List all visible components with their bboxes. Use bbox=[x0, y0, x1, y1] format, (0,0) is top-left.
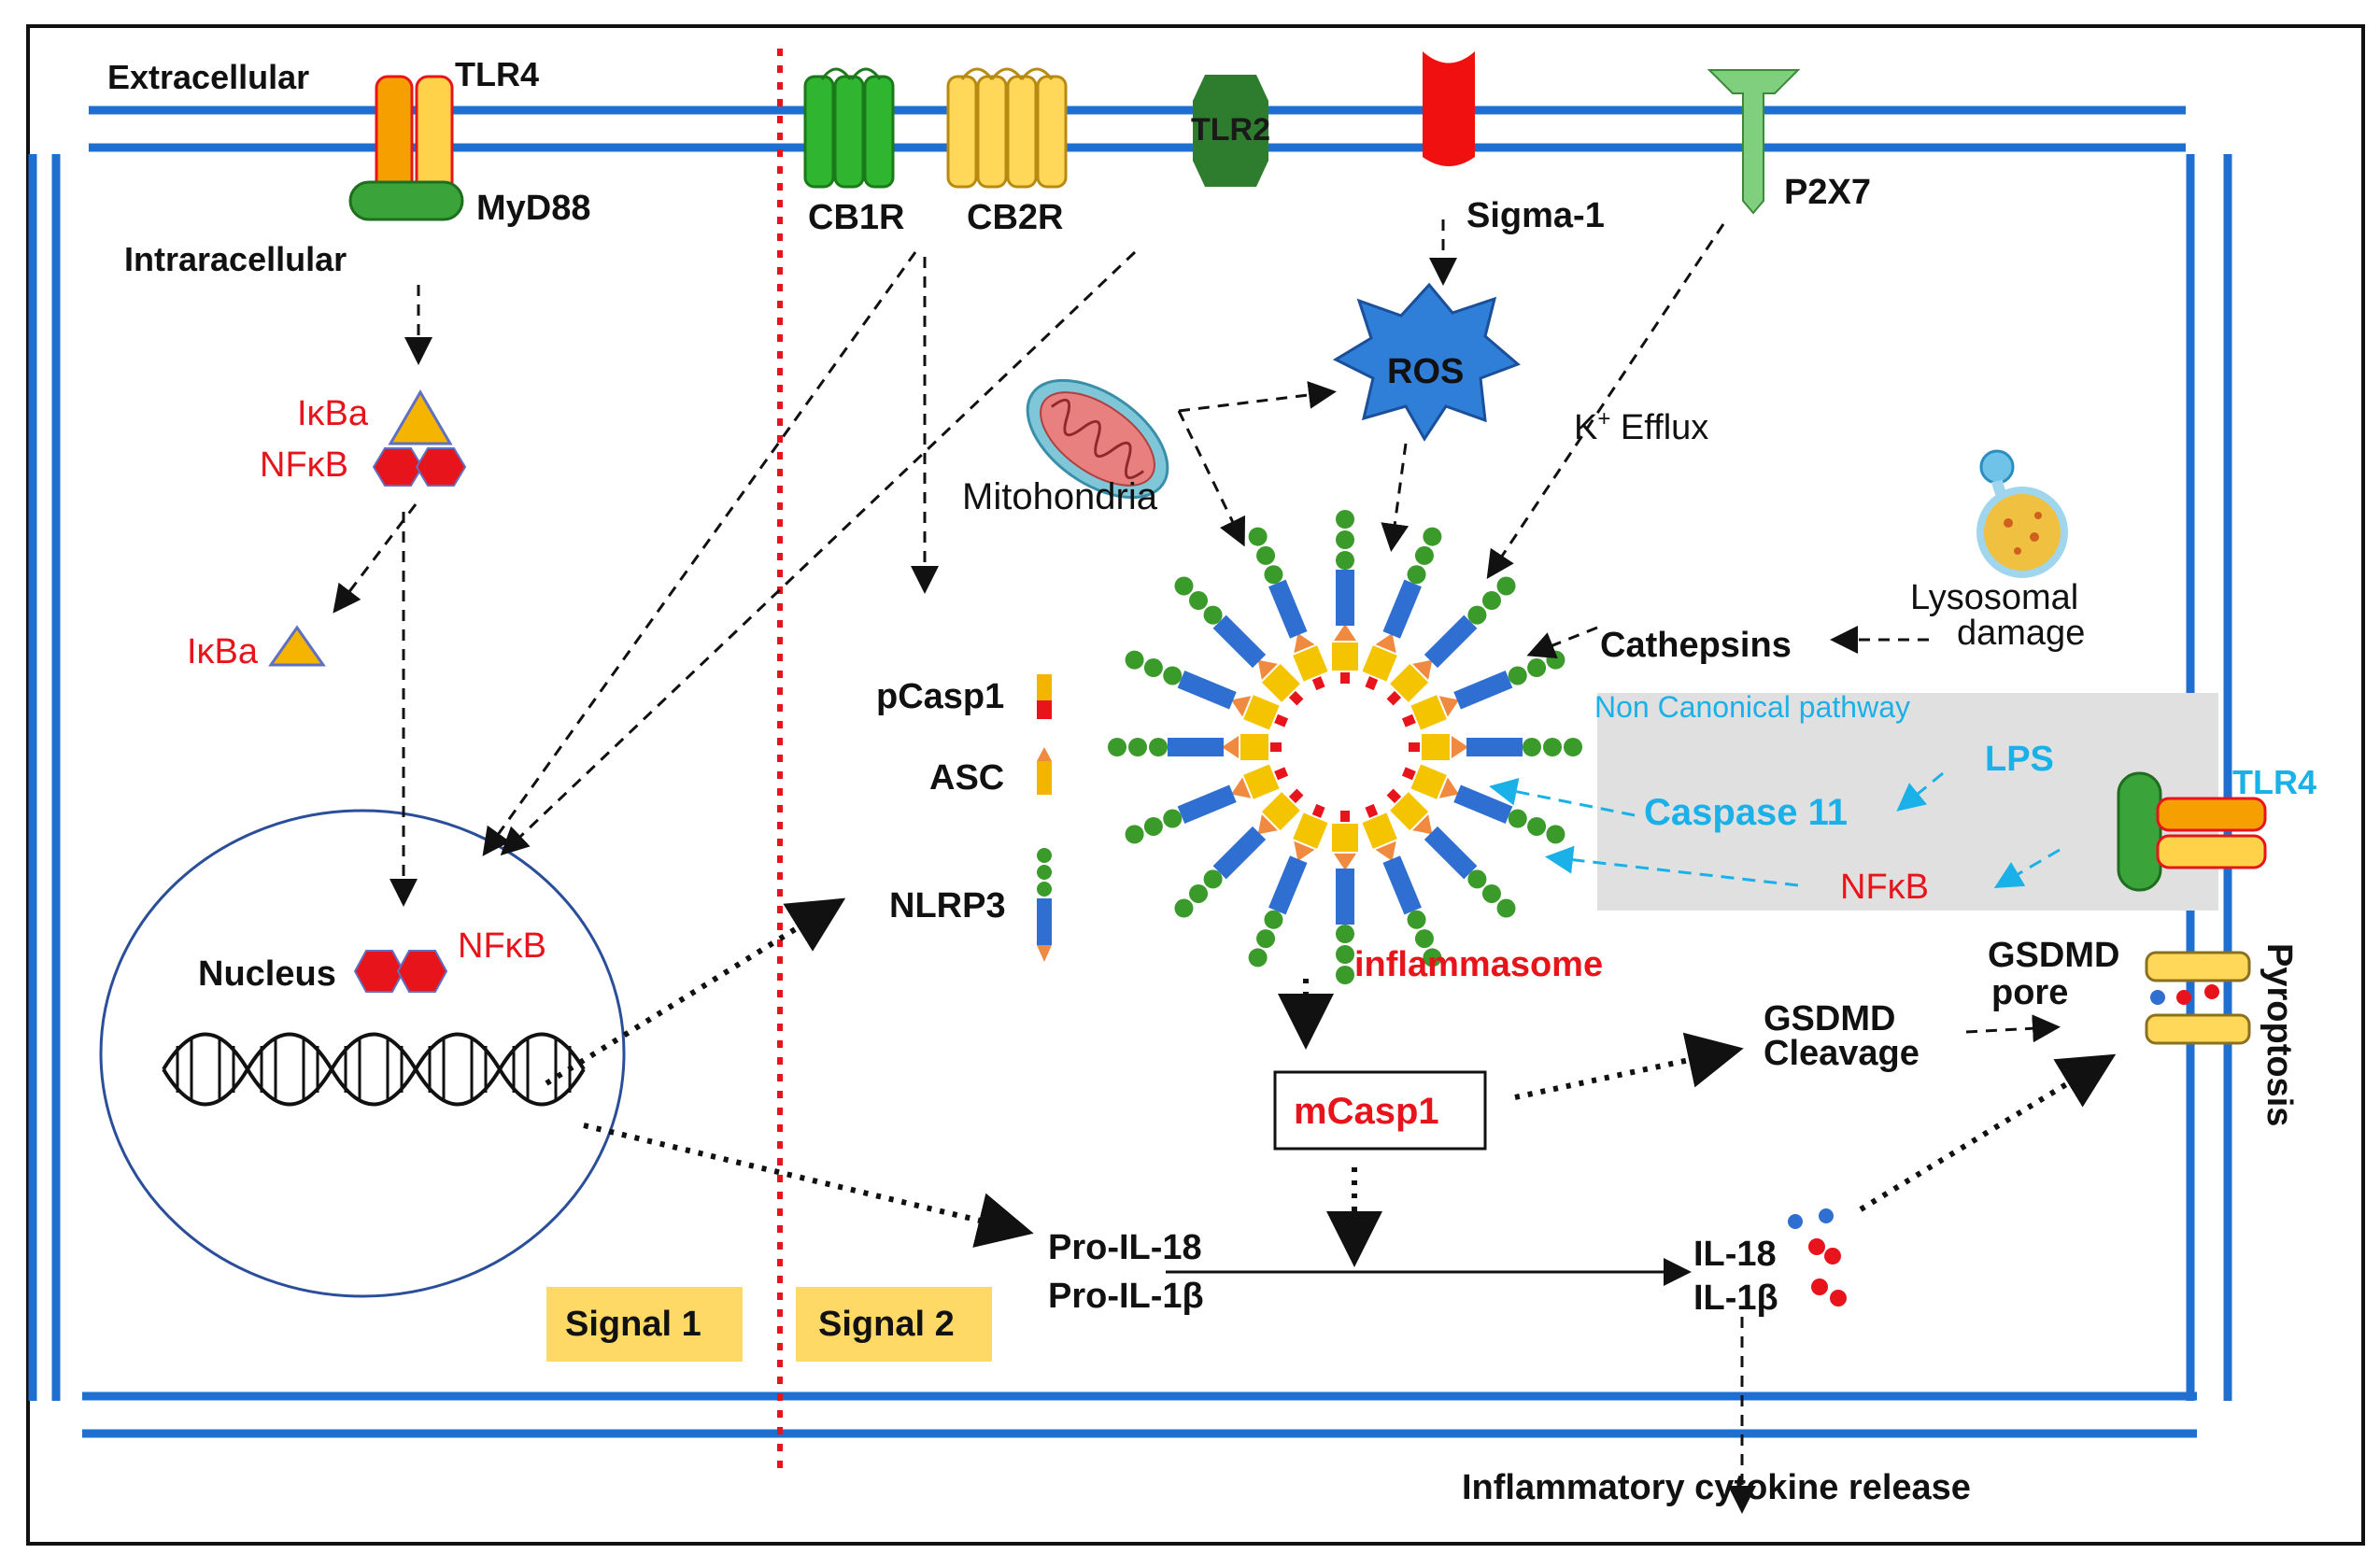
inflammasome-spoke bbox=[1108, 734, 1282, 760]
gsdmd-cleavage-label-2: Cleavage bbox=[1764, 1034, 1920, 1073]
inflammasome-spoke bbox=[1362, 527, 1442, 691]
tlr2-receptor-icon bbox=[1193, 75, 1268, 187]
inflammasome-spoke bbox=[1174, 576, 1304, 706]
asc-icon bbox=[1037, 747, 1052, 795]
il1b-label: IL-1β bbox=[1693, 1278, 1778, 1318]
signal1-box bbox=[546, 1287, 743, 1362]
damage-label: damage bbox=[1957, 614, 2085, 653]
pro-il1b-label: Pro-IL-1β bbox=[1048, 1277, 1204, 1316]
mcasp1-label: mCasp1 bbox=[1294, 1091, 1439, 1132]
gsdmd-pore-label-2: pore bbox=[1991, 973, 2068, 1012]
inflammasome-spoke bbox=[1401, 764, 1565, 844]
pcasp1-label: pCasp1 bbox=[876, 677, 1004, 716]
inflammasome-spoke bbox=[1248, 803, 1328, 968]
tlr4-top-label: TLR4 bbox=[455, 55, 539, 93]
gsdmd-cleavage-label-1: GSDMD bbox=[1764, 999, 1895, 1038]
cb1r-label: CB1R bbox=[808, 198, 904, 237]
cb2r-receptor-icon bbox=[946, 67, 1068, 189]
dashed-arrows bbox=[333, 219, 2061, 1514]
signal2-box bbox=[796, 1287, 992, 1362]
cb1r-receptor-icon bbox=[803, 67, 895, 189]
nlrp3-icon bbox=[1037, 848, 1052, 962]
inflammasome-icon bbox=[1108, 510, 1582, 984]
signal2-label: Signal 2 bbox=[818, 1305, 955, 1344]
non-canonical-label: Non Canonical pathway bbox=[1594, 690, 1910, 724]
p2x7-label: P2X7 bbox=[1784, 173, 1871, 212]
mitochondria-label: Mitohondria bbox=[962, 476, 1158, 517]
inflammasome-spoke bbox=[1248, 527, 1328, 691]
myd88-icon bbox=[348, 180, 464, 221]
nfkb-nucleus-icon bbox=[353, 950, 448, 993]
inflammasome-spoke bbox=[1386, 788, 1516, 918]
lysosomal-label: Lysosomal bbox=[1910, 578, 2078, 617]
pcasp1-icon bbox=[1037, 674, 1052, 719]
inflammasome-spoke bbox=[1332, 811, 1358, 984]
pore-dot bbox=[2176, 990, 2191, 1005]
sigma1-receptor-icon bbox=[1423, 51, 1475, 166]
inflammasome-spoke bbox=[1125, 650, 1289, 730]
figure-frame bbox=[26, 24, 2365, 1546]
dotted-arrows bbox=[545, 897, 2117, 1267]
tlr4-right-label: TLR4 bbox=[2232, 763, 2316, 801]
lps-label: LPS bbox=[1985, 740, 2054, 779]
nfkb-label: NFκB bbox=[260, 445, 348, 485]
inflammasome-spoke bbox=[1332, 510, 1358, 684]
ikba-free-triangle-icon bbox=[268, 625, 326, 667]
gsdmd-pore-icon bbox=[2145, 951, 2251, 1045]
il18-label: IL-18 bbox=[1693, 1235, 1777, 1274]
nfkb-nc-label: NFκB bbox=[1840, 868, 1929, 907]
pro-il18-label: Pro-IL-18 bbox=[1048, 1228, 1202, 1267]
inflammasome-spoke bbox=[1174, 788, 1304, 918]
tlr4-right-receptor-icon bbox=[2156, 797, 2267, 869]
intracellular-label: Intraracellular bbox=[124, 240, 347, 278]
ikba-free-label: IκBa bbox=[187, 632, 259, 671]
pyroptosis-label: Pyroptosis bbox=[2260, 943, 2299, 1126]
cb2r-label: CB2R bbox=[967, 198, 1063, 237]
il-particles-icon bbox=[1788, 1208, 1847, 1307]
cathepsins-label: Cathepsins bbox=[1600, 626, 1792, 665]
nfkb-nucleus-label: NFκB bbox=[458, 926, 546, 966]
lysosome-icon bbox=[1976, 449, 2068, 578]
p2x7-receptor-icon bbox=[1707, 69, 1801, 215]
mitochondria-icon bbox=[1026, 378, 1169, 500]
pore-dot bbox=[2204, 984, 2219, 999]
caspase11-label: Caspase 11 bbox=[1644, 792, 1848, 833]
dna-icon bbox=[162, 1032, 586, 1107]
inflammasome-label: inflammasome bbox=[1354, 945, 1603, 984]
asc-label: ASC bbox=[929, 758, 1004, 798]
mcasp1-box bbox=[1273, 1070, 1487, 1151]
sigma1-label: Sigma-1 bbox=[1466, 196, 1605, 235]
inflammasome-spoke bbox=[1362, 803, 1442, 968]
ikba-label: IκBa bbox=[297, 394, 369, 433]
nucleus-ellipse bbox=[99, 809, 626, 1298]
tlr4-receptor-icon bbox=[375, 75, 454, 195]
tlr2-label: TLR2 bbox=[1191, 112, 1270, 148]
inflammasome-spoke bbox=[1409, 734, 1582, 760]
ros-label: ROS bbox=[1387, 352, 1464, 391]
nucleus-label: Nucleus bbox=[198, 954, 336, 994]
signal1-label: Signal 1 bbox=[565, 1305, 701, 1344]
ros-star-icon bbox=[1332, 282, 1521, 442]
extracellular-label: Extracellular bbox=[107, 58, 309, 96]
cytokine-release-label: Inflammatory cytokine release bbox=[1462, 1468, 1971, 1507]
k-efflux-label: K+ Efflux bbox=[1574, 406, 1708, 447]
nlrp3-label: NLRP3 bbox=[889, 886, 1006, 925]
gsdmd-pore-label-1: GSDMD bbox=[1988, 936, 2119, 975]
ikba-triangle-icon bbox=[388, 389, 453, 445]
myd88-label: MyD88 bbox=[476, 189, 591, 228]
inflammasome-spoke bbox=[1125, 764, 1289, 844]
cyan-arrows bbox=[1489, 771, 2061, 889]
pore-dot bbox=[2150, 990, 2165, 1005]
inflammasome-spoke bbox=[1386, 576, 1516, 706]
inflammasome-spoke bbox=[1401, 650, 1565, 730]
nfkb-complex-icon bbox=[372, 447, 467, 487]
tlr4-right-adapter-icon bbox=[2117, 771, 2162, 892]
